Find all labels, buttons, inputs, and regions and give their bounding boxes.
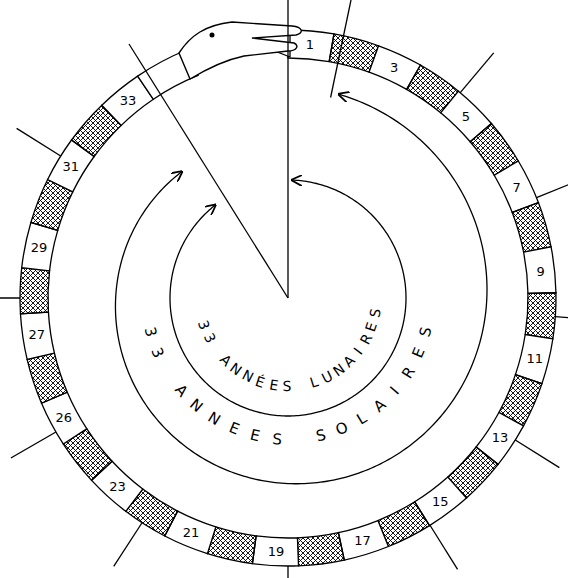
cell-number: 31 — [62, 160, 79, 173]
tick-line — [17, 128, 61, 156]
cell-number: 26 — [56, 411, 73, 424]
letter: E — [227, 421, 241, 438]
letter: S — [417, 326, 434, 339]
letter: A — [171, 382, 189, 400]
tick-line — [460, 53, 493, 93]
letter: N — [187, 397, 205, 416]
letter — [160, 367, 175, 379]
letter: E — [268, 377, 279, 392]
tick-line — [515, 440, 559, 468]
tick-line — [536, 178, 568, 197]
letter: É — [254, 373, 267, 389]
cell-number: 11 — [527, 352, 544, 365]
cell-number: 7 — [513, 181, 521, 194]
letter: R — [357, 332, 374, 347]
letter: S — [315, 428, 328, 445]
letter: R — [399, 365, 417, 382]
letter: E — [410, 346, 428, 361]
tick-line — [430, 525, 458, 569]
radius-line — [287, 0, 288, 298]
letter — [210, 344, 224, 356]
band-cell — [512, 203, 551, 253]
letter: O — [334, 420, 351, 438]
band-cell — [338, 521, 388, 560]
radius-line — [129, 44, 288, 298]
period-arcs — [115, 94, 487, 484]
letter: 3 — [196, 319, 212, 332]
cell-number: 27 — [28, 328, 45, 341]
band-cell — [525, 293, 556, 339]
letter: 3 — [148, 346, 166, 361]
cell-number: 17 — [354, 534, 371, 547]
radius-line — [331, 0, 351, 98]
cell-number: 23 — [109, 480, 126, 493]
cell-number: 21 — [183, 526, 200, 539]
band-cell — [27, 353, 67, 403]
letter: I — [388, 384, 402, 397]
tick-line — [11, 432, 56, 458]
tick-line — [287, 566, 288, 578]
cell-number: 5 — [462, 110, 470, 123]
letter: E — [363, 320, 379, 333]
cell-number: 15 — [432, 495, 449, 508]
letter — [298, 378, 304, 393]
band-cell — [524, 247, 556, 293]
cell-number: 29 — [31, 241, 48, 254]
band-cell — [252, 536, 298, 566]
cell-number: 3 — [390, 61, 398, 74]
snake-eye — [210, 33, 215, 38]
letter: I — [352, 345, 366, 357]
letter: S — [272, 432, 283, 448]
cell-number: 33 — [120, 94, 137, 107]
letter: E — [249, 428, 262, 445]
band-cell — [22, 222, 58, 270]
band-cell — [20, 268, 50, 314]
cell-number: 1 — [306, 38, 314, 51]
tick-line — [0, 297, 20, 298]
arc-caption: 33 ANNEES SOLAIRES — [136, 318, 440, 453]
letter: 3 — [142, 326, 159, 339]
letter: S — [283, 379, 292, 393]
letter: A — [371, 397, 389, 415]
letter — [296, 432, 302, 447]
letter: N — [206, 410, 223, 429]
letter: L — [308, 374, 320, 390]
tick-line — [114, 523, 142, 567]
tick-line — [555, 317, 568, 321]
cell-number: 19 — [268, 545, 285, 558]
cell-number: 9 — [536, 265, 544, 278]
letter: L — [354, 411, 369, 428]
period-arc — [115, 94, 487, 484]
band-cell — [20, 312, 54, 359]
tick-lines — [0, 53, 568, 578]
cell-number: 13 — [492, 431, 509, 444]
snake-head — [179, 22, 301, 79]
letter: S — [367, 308, 382, 319]
arc-caption: 33 ANNÉES LUNAIRES — [190, 299, 388, 400]
letter: N — [240, 368, 256, 385]
band-cell — [297, 533, 344, 566]
letter: 3 — [201, 331, 218, 345]
